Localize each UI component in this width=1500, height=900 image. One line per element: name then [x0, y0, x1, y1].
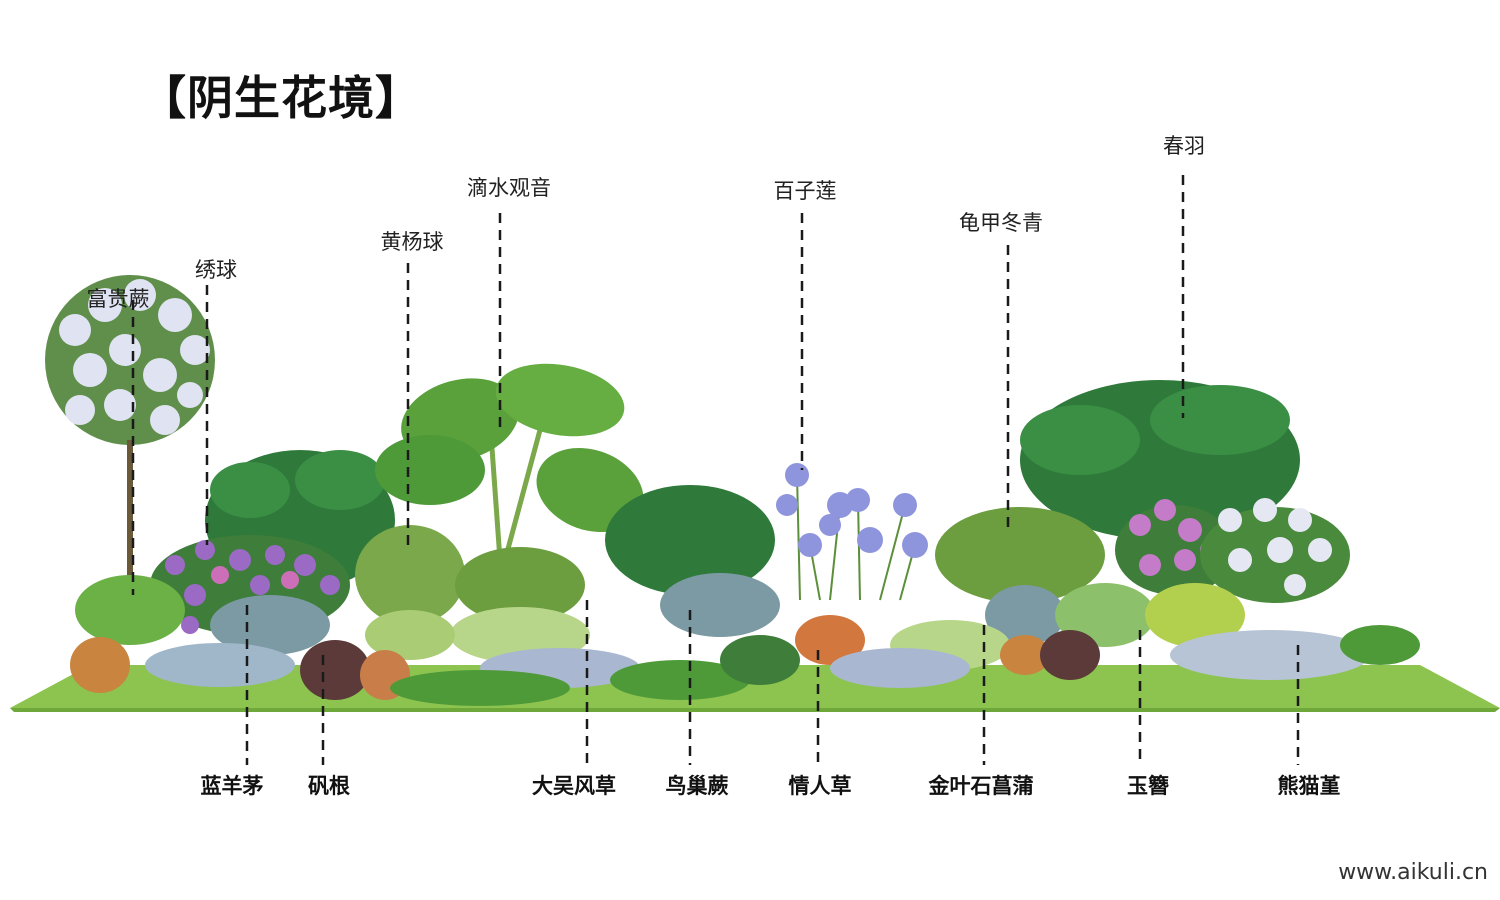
hosta	[365, 583, 1245, 660]
philodendron-center	[605, 485, 775, 595]
label-xiongmaojin: 熊猫堇	[1277, 774, 1341, 798]
festuca-blue	[210, 573, 1065, 655]
top-leader-lines	[131, 175, 1185, 595]
label-xiuqiu: 绣球	[195, 258, 237, 282]
lawn-edge	[10, 708, 1500, 712]
hydrangea-tree	[45, 275, 215, 590]
watermark-url: www.aikuli.cn	[1338, 860, 1488, 885]
bottom-leader-lines	[245, 600, 1300, 765]
label-qingrencao: 情人草	[788, 774, 852, 798]
label-huangyangqiu: 黄杨球	[380, 230, 444, 254]
label-niaochaojue: 鸟巢蕨	[665, 774, 729, 798]
boxwood-ball	[355, 525, 585, 625]
alocasia	[375, 363, 644, 561]
page-title: 【阴生花境】	[140, 71, 422, 125]
label-jinyeshichangpu: 金叶石菖蒲	[928, 774, 1034, 798]
label-guijiadongqing: 龟甲冬青	[959, 211, 1043, 235]
label-dawufengcao: 大吴风草	[532, 774, 616, 798]
agapanthus	[776, 463, 928, 601]
hydrangea-right-bed	[1115, 498, 1350, 603]
label-chunyu: 春羽	[1163, 134, 1205, 158]
label-fangen: 矾根	[308, 774, 350, 798]
label-lanyangmao: 蓝羊茅	[200, 774, 264, 798]
green-groundcover	[390, 625, 1420, 706]
label-dishuiguanyin: 滴水观音	[467, 176, 551, 200]
fern-left	[75, 575, 185, 645]
label-yuzan: 玉簪	[1127, 774, 1169, 798]
ilex-ball	[935, 507, 1105, 603]
violet-groundcover	[145, 630, 1370, 688]
label-fuguijue: 富贵蕨	[86, 287, 150, 311]
philodendron-right	[1020, 380, 1300, 540]
label-baizilian: 百子莲	[773, 179, 837, 203]
